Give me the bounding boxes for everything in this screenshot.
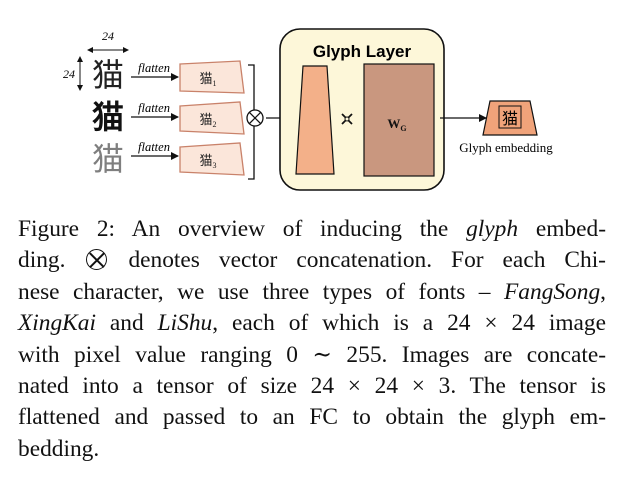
height-label: 24 bbox=[63, 67, 75, 81]
caption-line-7: flattened and passed to an FC to obtain … bbox=[18, 404, 606, 431]
caption-line-8: bedding. bbox=[18, 435, 100, 462]
flatten-label-3: flatten bbox=[138, 140, 170, 154]
font-xingkai: XingKai bbox=[18, 310, 96, 337]
glyph-lishu: 猫 bbox=[92, 141, 124, 177]
width-dimension: 24 bbox=[87, 29, 129, 53]
caption-glyph-word: glyph bbox=[466, 216, 519, 242]
caption-label: Figure 2: bbox=[18, 216, 116, 242]
caption-line-3: nese character, we use three types of fo… bbox=[18, 278, 606, 305]
height-dimension: 24 bbox=[63, 56, 83, 91]
flatten-label-2: flatten bbox=[138, 101, 170, 115]
vector-3-sub: 3 bbox=[213, 161, 217, 170]
output-embedding: 猫 Glyph embedding bbox=[459, 100, 553, 155]
glyph-embedding-diagram: 24 24 猫 猫 猫 flatten flatten flatten 猫1 猫… bbox=[63, 28, 553, 191]
weight-matrix bbox=[363, 63, 435, 177]
caption-line-1: Figure 2: An overview of inducing the gl… bbox=[18, 216, 606, 242]
glyph-layer-title: Glyph Layer bbox=[313, 42, 412, 61]
svg-text:猫1: 猫1 bbox=[199, 71, 216, 88]
vector-1: 猫1 bbox=[179, 60, 245, 94]
output-char: 猫 bbox=[502, 110, 518, 128]
otimes-icon bbox=[86, 249, 108, 271]
weight-subscript: G bbox=[400, 124, 406, 133]
caption-line-2: ding. denotes vector concatenation. For … bbox=[18, 247, 606, 274]
flatten-arrow-3: flatten bbox=[131, 140, 179, 160]
vector-2-sub: 2 bbox=[213, 120, 217, 129]
svg-text:WG: WG bbox=[387, 116, 406, 133]
flatten-arrow-2: flatten bbox=[131, 101, 179, 121]
figure-caption: Figure 2: An overview of inducing the gl… bbox=[18, 214, 606, 465]
vector-1-char: 猫 bbox=[199, 71, 212, 86]
glyph-layer: Glyph Layer WG bbox=[279, 28, 445, 191]
caption-line-4: XingKai and LiShu, each of which is a 24… bbox=[18, 310, 607, 337]
output-label: Glyph embedding bbox=[459, 140, 553, 155]
flatten-arrow-1: flatten bbox=[131, 61, 179, 81]
font-lishu: LiShu bbox=[157, 310, 213, 337]
width-label: 24 bbox=[102, 29, 114, 43]
glyph-xingkai: 猫 bbox=[92, 99, 124, 135]
flatten-label-1: flatten bbox=[138, 61, 170, 75]
vector-3: 猫3 bbox=[179, 142, 245, 176]
svg-text:猫2: 猫2 bbox=[199, 112, 216, 129]
caption-line-5: with pixel value ranging 0 ∼ 255. Images… bbox=[18, 341, 606, 368]
vector-2-char: 猫 bbox=[199, 112, 212, 127]
multiply-symbol bbox=[341, 113, 353, 125]
concat-symbol bbox=[246, 109, 264, 127]
caption-line-6: nated into a tensor of size 24 × 24 × 3.… bbox=[18, 373, 606, 400]
vector-3-char: 猫 bbox=[199, 153, 212, 168]
weight-label: W bbox=[387, 116, 400, 131]
vector-2: 猫2 bbox=[179, 101, 245, 135]
glyph-fangsong: 猫 bbox=[92, 57, 124, 93]
vector-1-sub: 1 bbox=[213, 79, 217, 88]
fc-trapezoid bbox=[295, 65, 335, 175]
svg-text:猫3: 猫3 bbox=[199, 153, 216, 170]
font-fangsong: FangSong bbox=[503, 278, 601, 305]
